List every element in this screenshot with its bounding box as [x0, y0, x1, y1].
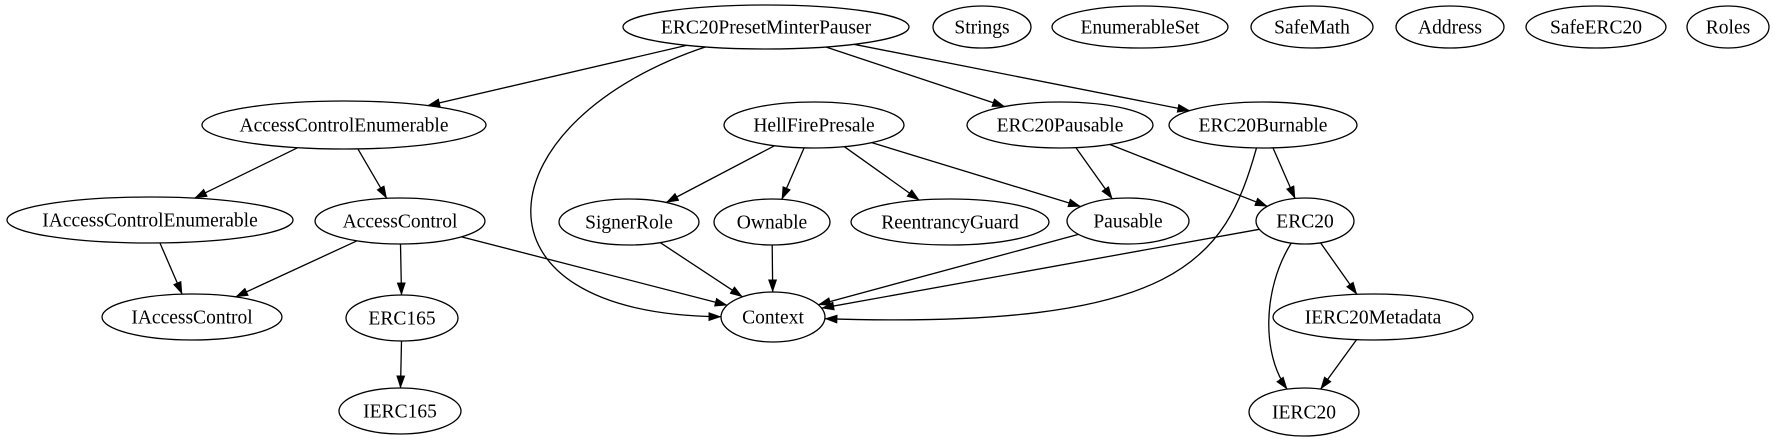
node-accessControl: AccessControl: [314, 197, 486, 245]
node-erc20Pausable: ERC20Pausable: [966, 101, 1154, 149]
node-address: Address: [1395, 5, 1505, 49]
node-iAccessControl-ellipse: [101, 293, 283, 341]
node-ierc20: IERC20: [1248, 387, 1360, 437]
edge-erc20Pausable-to-erc20: [1109, 143, 1268, 207]
node-erc20PresetMinterPauser-ellipse: [622, 4, 910, 50]
node-hellFirePresale: HellFirePresale: [723, 101, 905, 149]
edge-erc20-to-ierc20: [1268, 242, 1292, 390]
node-ownable-label: Ownable: [737, 213, 807, 234]
edge-erc20PresetMinterPauser-to-accessControlEnumerable: [427, 44, 688, 108]
node-safeMath-ellipse: [1250, 5, 1374, 49]
node-safeERC20: SafeERC20: [1525, 5, 1667, 49]
node-iAccessControl-label: IAccessControl: [131, 308, 253, 329]
node-pausable-label: Pausable: [1093, 212, 1162, 233]
edge-hellFirePresale-to-reentrancyGuard: [844, 146, 920, 201]
edge-erc165-to-ierc165: [396, 340, 406, 389]
node-pausable: Pausable: [1066, 197, 1190, 245]
node-ierc165-label: IERC165: [363, 402, 437, 423]
node-erc20PresetMinterPauser: ERC20PresetMinterPauser: [622, 4, 910, 50]
edge-ierc20Metadata-to-ierc20: [1320, 339, 1358, 390]
node-erc20-ellipse: [1255, 197, 1355, 245]
edge-accessControl-to-iAccessControl: [235, 240, 358, 298]
node-erc20Pausable-ellipse: [966, 101, 1154, 149]
edge-hellFirePresale-to-signerRole: [665, 145, 775, 204]
node-context-ellipse: [720, 291, 826, 343]
node-roles-label: Roles: [1706, 18, 1750, 39]
node-safeMath: SafeMath: [1250, 5, 1374, 49]
node-accessControlEnumerable-label: AccessControlEnumerable: [239, 116, 448, 137]
node-reentrancyGuard-ellipse: [850, 198, 1050, 246]
node-erc165-label: ERC165: [368, 309, 435, 330]
edge-erc20Burnable-to-erc20: [1272, 147, 1296, 199]
edge-pausable-to-context: [817, 233, 1079, 306]
node-enumerableSet: EnumerableSet: [1051, 5, 1229, 49]
edge-erc20PresetMinterPauser-to-context: [530, 46, 722, 322]
node-ierc20Metadata: IERC20Metadata: [1272, 293, 1474, 341]
node-safeERC20-label: SafeERC20: [1550, 18, 1642, 39]
edge-erc20Burnable-to-context: [824, 147, 1258, 324]
node-signerRole: SignerRole: [558, 198, 700, 246]
edge-hellFirePresale-to-ownable: [781, 147, 805, 200]
edge-erc20Pausable-to-pausable: [1075, 147, 1113, 200]
edge-signerRole-to-context: [659, 242, 743, 298]
node-ierc20Metadata-ellipse: [1272, 293, 1474, 341]
node-erc20-label: ERC20: [1276, 212, 1333, 233]
node-address-ellipse: [1395, 5, 1505, 49]
node-erc20Burnable-label: ERC20Burnable: [1199, 116, 1328, 137]
node-ierc165: IERC165: [338, 387, 462, 435]
node-enumerableSet-ellipse: [1051, 5, 1229, 49]
edge-accessControl-to-context: [461, 236, 728, 307]
node-ierc20-label: IERC20: [1272, 403, 1336, 424]
edge-erc20-to-ierc20Metadata: [1319, 242, 1358, 295]
node-erc20Burnable: ERC20Burnable: [1168, 101, 1358, 149]
node-erc165: ERC165: [345, 294, 459, 342]
node-ownable-ellipse: [713, 198, 831, 246]
node-ierc165-ellipse: [338, 387, 462, 435]
node-iAccessControl: IAccessControl: [101, 293, 283, 341]
node-reentrancyGuard-label: ReentrancyGuard: [881, 213, 1019, 234]
node-iAccessControlEnumerable-ellipse: [6, 196, 294, 244]
node-iAccessControlEnumerable: IAccessControlEnumerable: [6, 196, 294, 244]
node-strings-ellipse: [932, 5, 1032, 49]
node-address-label: Address: [1418, 18, 1482, 39]
edge-erc20-to-context: [821, 228, 1260, 311]
node-ierc20-ellipse: [1248, 387, 1360, 437]
node-hellFirePresale-label: HellFirePresale: [753, 116, 874, 137]
node-erc20Pausable-label: ERC20Pausable: [997, 116, 1124, 137]
node-strings-label: Strings: [954, 18, 1009, 39]
node-context-label: Context: [742, 308, 804, 329]
node-iAccessControlEnumerable-label: IAccessControlEnumerable: [42, 211, 258, 232]
node-context: Context: [720, 291, 826, 343]
edge-hellFirePresale-to-pausable: [871, 141, 1082, 208]
node-strings: Strings: [932, 5, 1032, 49]
edge-erc20PresetMinterPauser-to-erc20Burnable: [853, 43, 1191, 113]
node-enumerableSet-label: EnumerableSet: [1080, 18, 1200, 39]
node-accessControl-label: AccessControl: [343, 212, 458, 233]
node-roles: Roles: [1686, 5, 1770, 49]
node-hellFirePresale-ellipse: [723, 101, 905, 149]
node-erc20: ERC20: [1255, 197, 1355, 245]
edge-iAccessControlEnumerable-to-iAccessControl: [159, 242, 183, 295]
node-ownable: Ownable: [713, 198, 831, 246]
node-erc20Burnable-ellipse: [1168, 101, 1358, 149]
node-erc20PresetMinterPauser-label: ERC20PresetMinterPauser: [661, 18, 872, 39]
node-roles-ellipse: [1686, 5, 1770, 49]
node-safeERC20-ellipse: [1525, 5, 1667, 49]
edge-accessControlEnumerable-to-iAccessControlEnumerable: [194, 147, 298, 199]
node-ierc20Metadata-label: IERC20Metadata: [1305, 308, 1442, 329]
node-accessControlEnumerable: AccessControlEnumerable: [201, 100, 487, 150]
node-safeMath-label: SafeMath: [1274, 18, 1350, 39]
edge-accessControl-to-erc165: [396, 243, 406, 296]
node-erc165-ellipse: [345, 294, 459, 342]
node-accessControl-ellipse: [314, 197, 486, 245]
node-accessControlEnumerable-ellipse: [201, 100, 487, 150]
edge-ownable-to-context: [768, 244, 778, 293]
node-signerRole-ellipse: [558, 198, 700, 246]
node-pausable-ellipse: [1066, 197, 1190, 245]
node-reentrancyGuard: ReentrancyGuard: [850, 198, 1050, 246]
edge-accessControlEnumerable-to-accessControl: [357, 148, 388, 199]
edge-erc20PresetMinterPauser-to-erc20Pausable: [825, 46, 1006, 108]
node-signerRole-label: SignerRole: [585, 213, 673, 234]
